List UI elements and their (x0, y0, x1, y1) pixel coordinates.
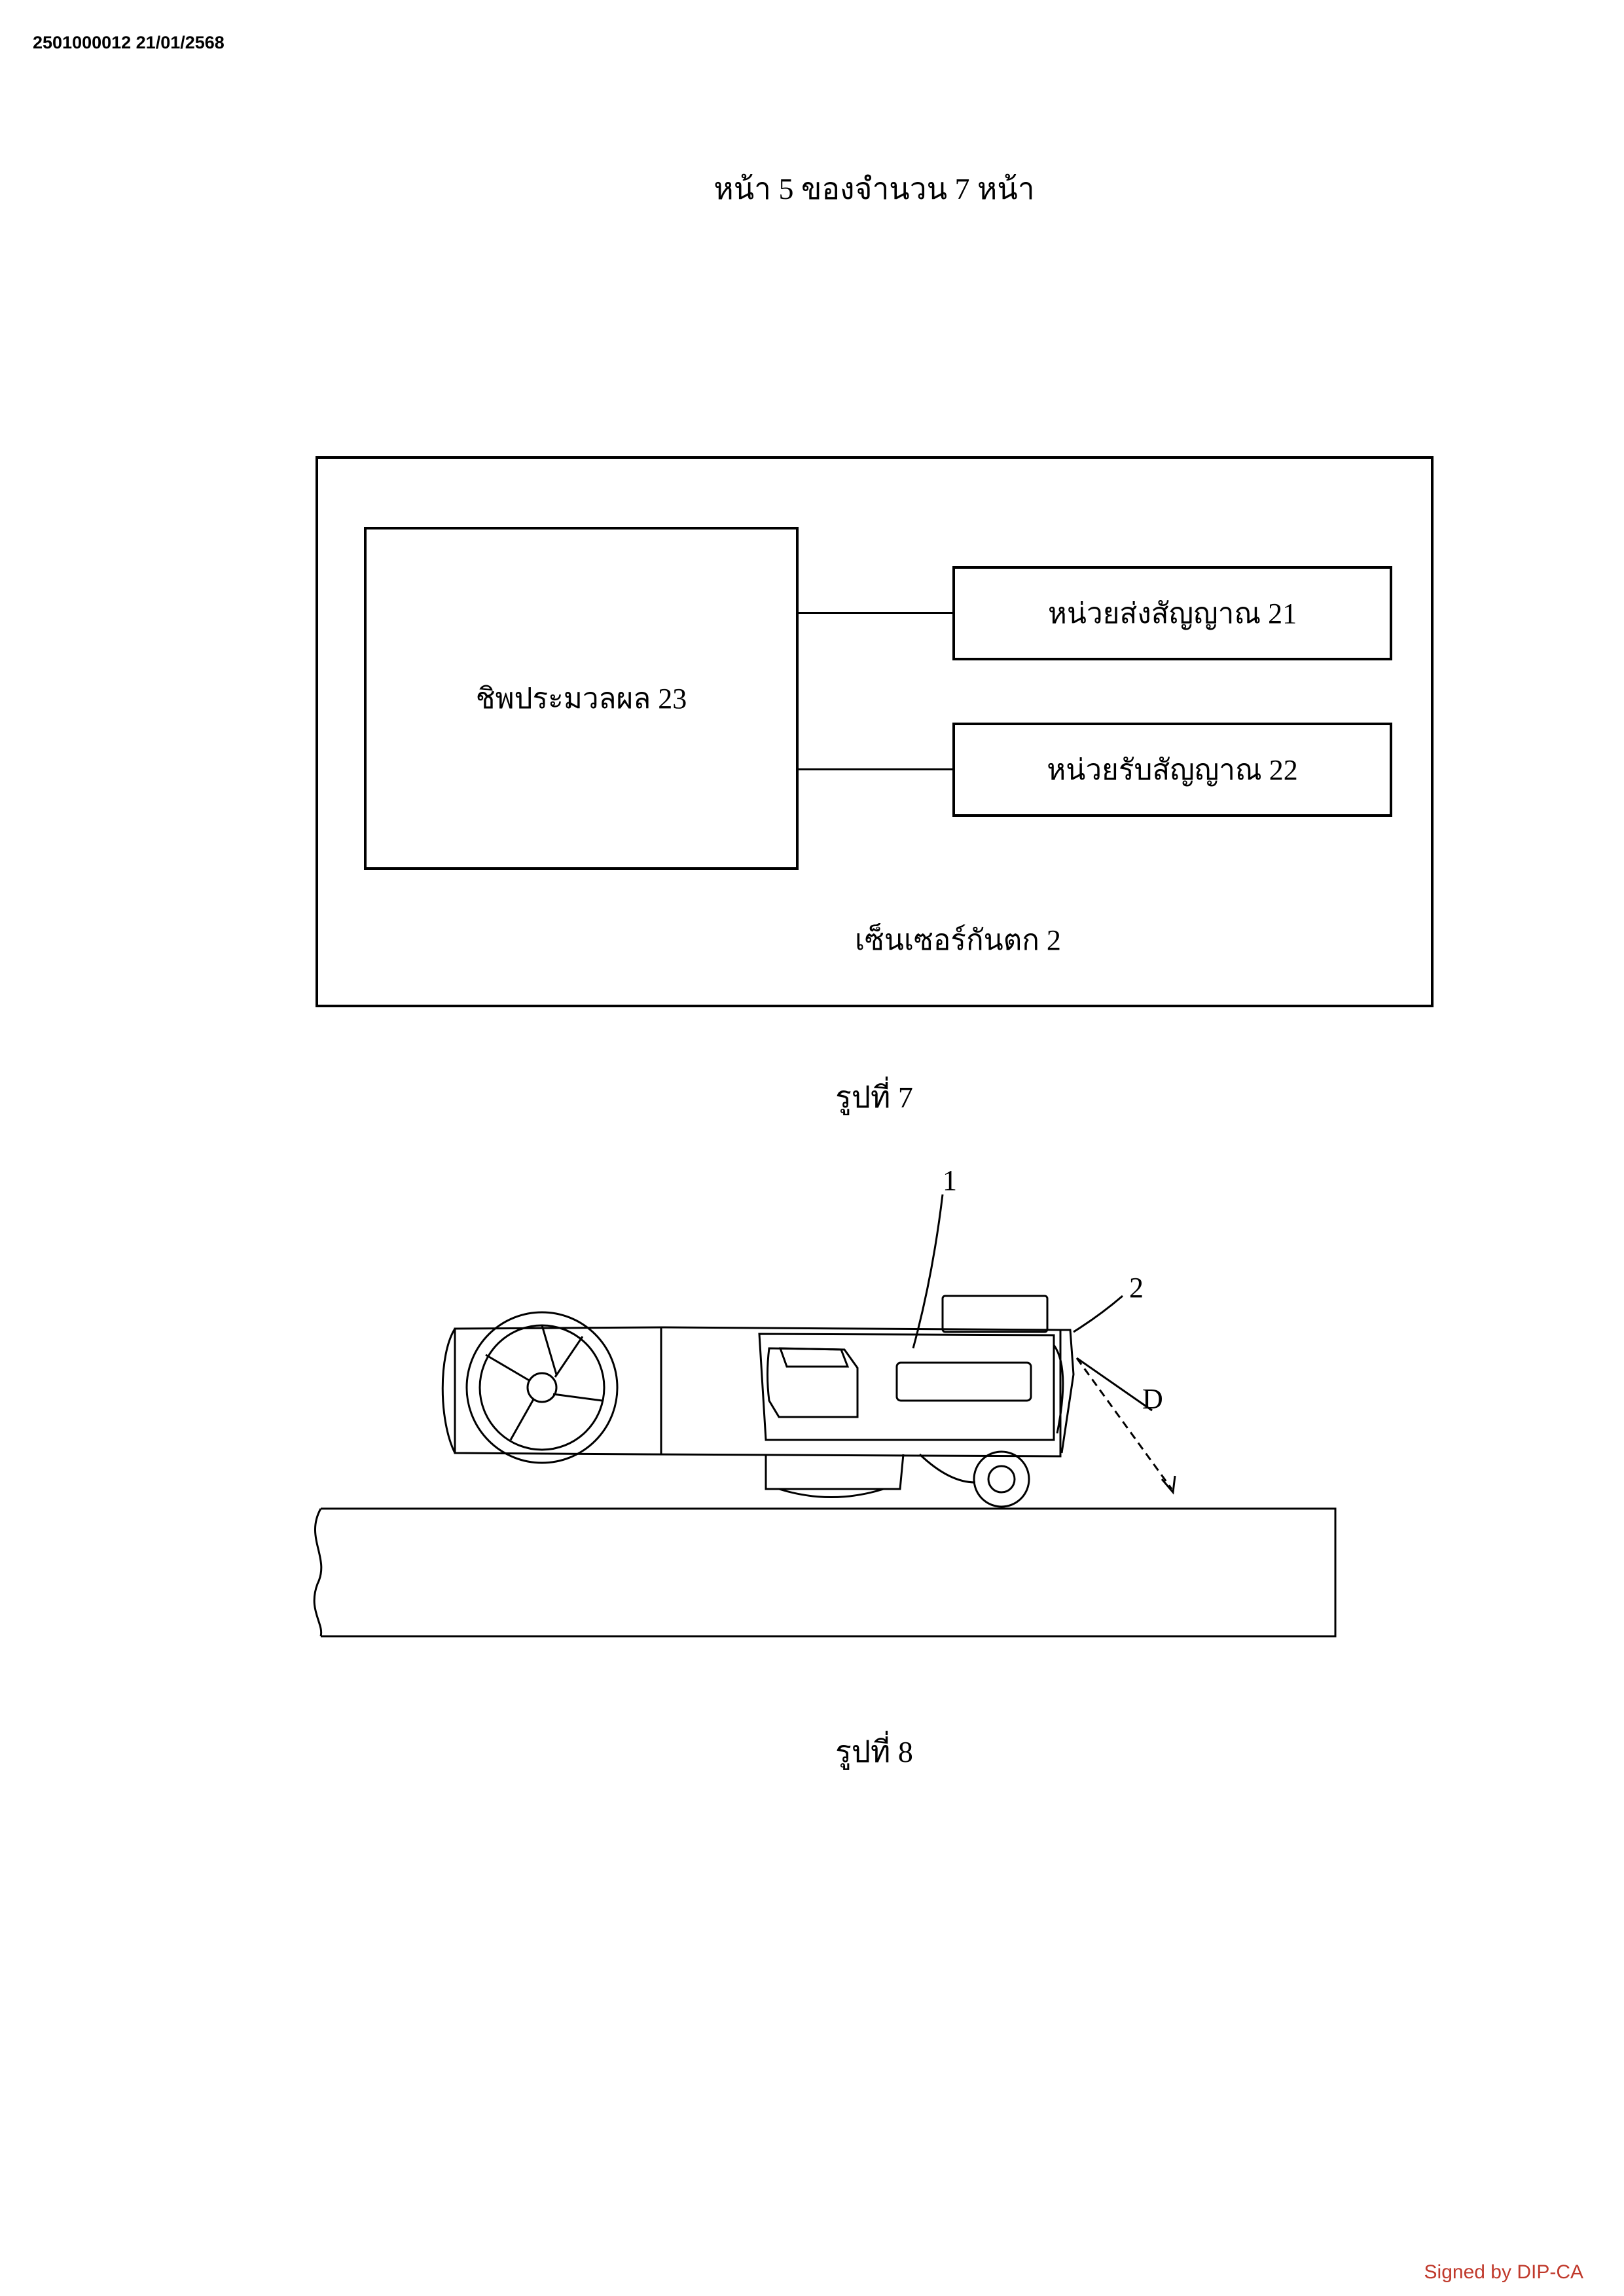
sensor-block-diagram: ชิพประมวลผล 23 หน่วยส่งสัญญาณ 21 หน่วยรั… (316, 456, 1434, 1007)
robot-reference-number: 1 (943, 1164, 957, 1196)
receiver-unit-label: หน่วยรับสัญญาณ 22 (1047, 754, 1298, 786)
transmitter-unit-label: หน่วยส่งสัญญาณ 21 (1047, 598, 1297, 630)
reference-leaders (912, 1194, 1176, 1495)
robot-side-view-drawing: 1 2 D (313, 1164, 1337, 1638)
sensor-reference-number: 2 (1129, 1272, 1144, 1304)
figure-7-caption: รูปที่ 7 (835, 1081, 913, 1114)
connector-line (799, 768, 952, 770)
processing-chip-label: ชิพประมวลผล 23 (475, 683, 687, 715)
floor-surface (313, 1507, 1337, 1638)
direction-reference-label: D (1142, 1383, 1163, 1415)
figure-8-caption: รูปที่ 8 (835, 1735, 913, 1768)
document-id: 2501000012 21/01/2568 (33, 33, 225, 52)
processing-chip-box: ชิพประมวลผล 23 (364, 527, 799, 870)
page-number-label: หน้า 5 ของจำนวน 7 หน้า (713, 172, 1035, 206)
transmitter-unit-box: หน่วยส่งสัญญาณ 21 (952, 566, 1392, 660)
bottom-housing (765, 1453, 976, 1498)
cliff-sensor-label: เซ็นเซอร์กันตก 2 (855, 924, 1061, 956)
drive-wheel (465, 1311, 619, 1464)
caster-wheel (973, 1450, 1030, 1508)
robot-body (441, 1295, 1075, 1458)
receiver-unit-box: หน่วยรับสัญญาณ 22 (952, 723, 1392, 817)
connector-line (799, 612, 952, 614)
signature-stamp: Signed by DIP-CA (1424, 2261, 1583, 2283)
